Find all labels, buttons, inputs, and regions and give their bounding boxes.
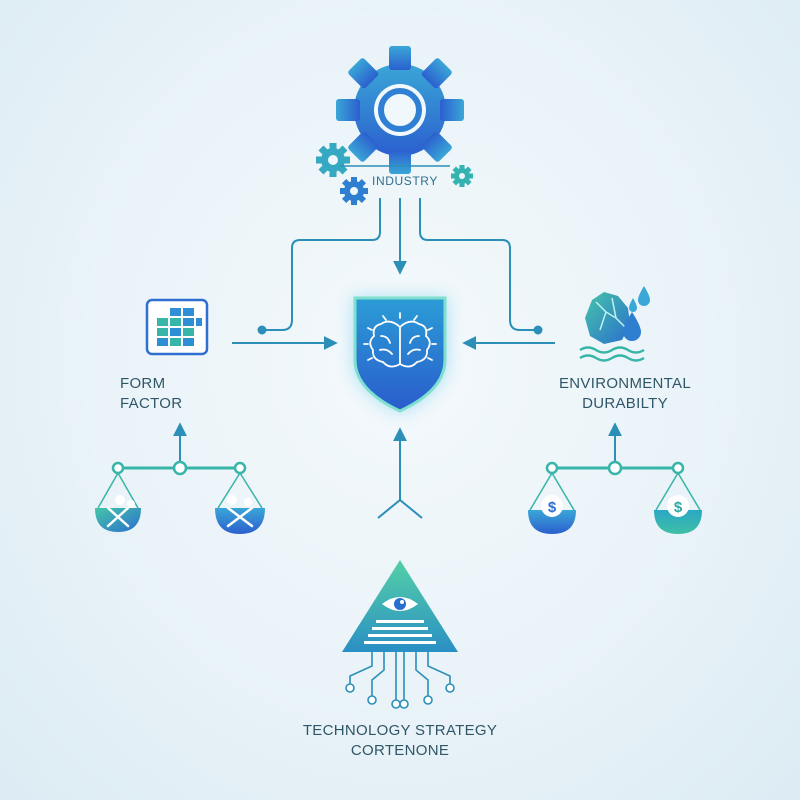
ice-water-icon (579, 286, 650, 362)
environmental-durability-label: ENVIRONMENTAL DURABILTY (545, 374, 705, 414)
brain-shield-icon (352, 296, 448, 414)
environmental-line-2: DURABILTY (582, 395, 668, 412)
form-factor-line-1: FORM (120, 375, 166, 392)
connector-bottom-right (399, 499, 423, 519)
form-factor-label: FORM FACTOR (120, 374, 230, 414)
industry-label: INDUSTRY (350, 171, 460, 191)
technology-line-1: TECHNOLOGY STRATEGY (302, 722, 498, 739)
environmental-line-1: ENVIRONMENTAL (559, 375, 691, 392)
wrench-scale-icon (95, 460, 265, 534)
technology-line-2: CORTENONE (350, 742, 450, 759)
technology-strategy-label: TECHNOLOGY STRATEGY CORTENONE (280, 721, 520, 761)
connectors (173, 198, 622, 519)
connector-dot-left (257, 325, 267, 335)
industry-label-text: INDUSTRY (372, 174, 438, 188)
eye-pyramid-icon (342, 560, 458, 709)
dollar-scale-icon: $ $ (528, 460, 702, 534)
grid-panel-icon (145, 298, 209, 356)
form-factor-line-2: FACTOR (120, 395, 183, 412)
connector-industry-right (419, 198, 538, 331)
gear-icon (316, 46, 473, 205)
connector-industry-left (262, 198, 381, 331)
svg-text:$: $ (674, 499, 683, 516)
connector-dot-right (533, 325, 543, 335)
connector-bottom-left (377, 499, 401, 519)
svg-text:$: $ (548, 499, 557, 516)
